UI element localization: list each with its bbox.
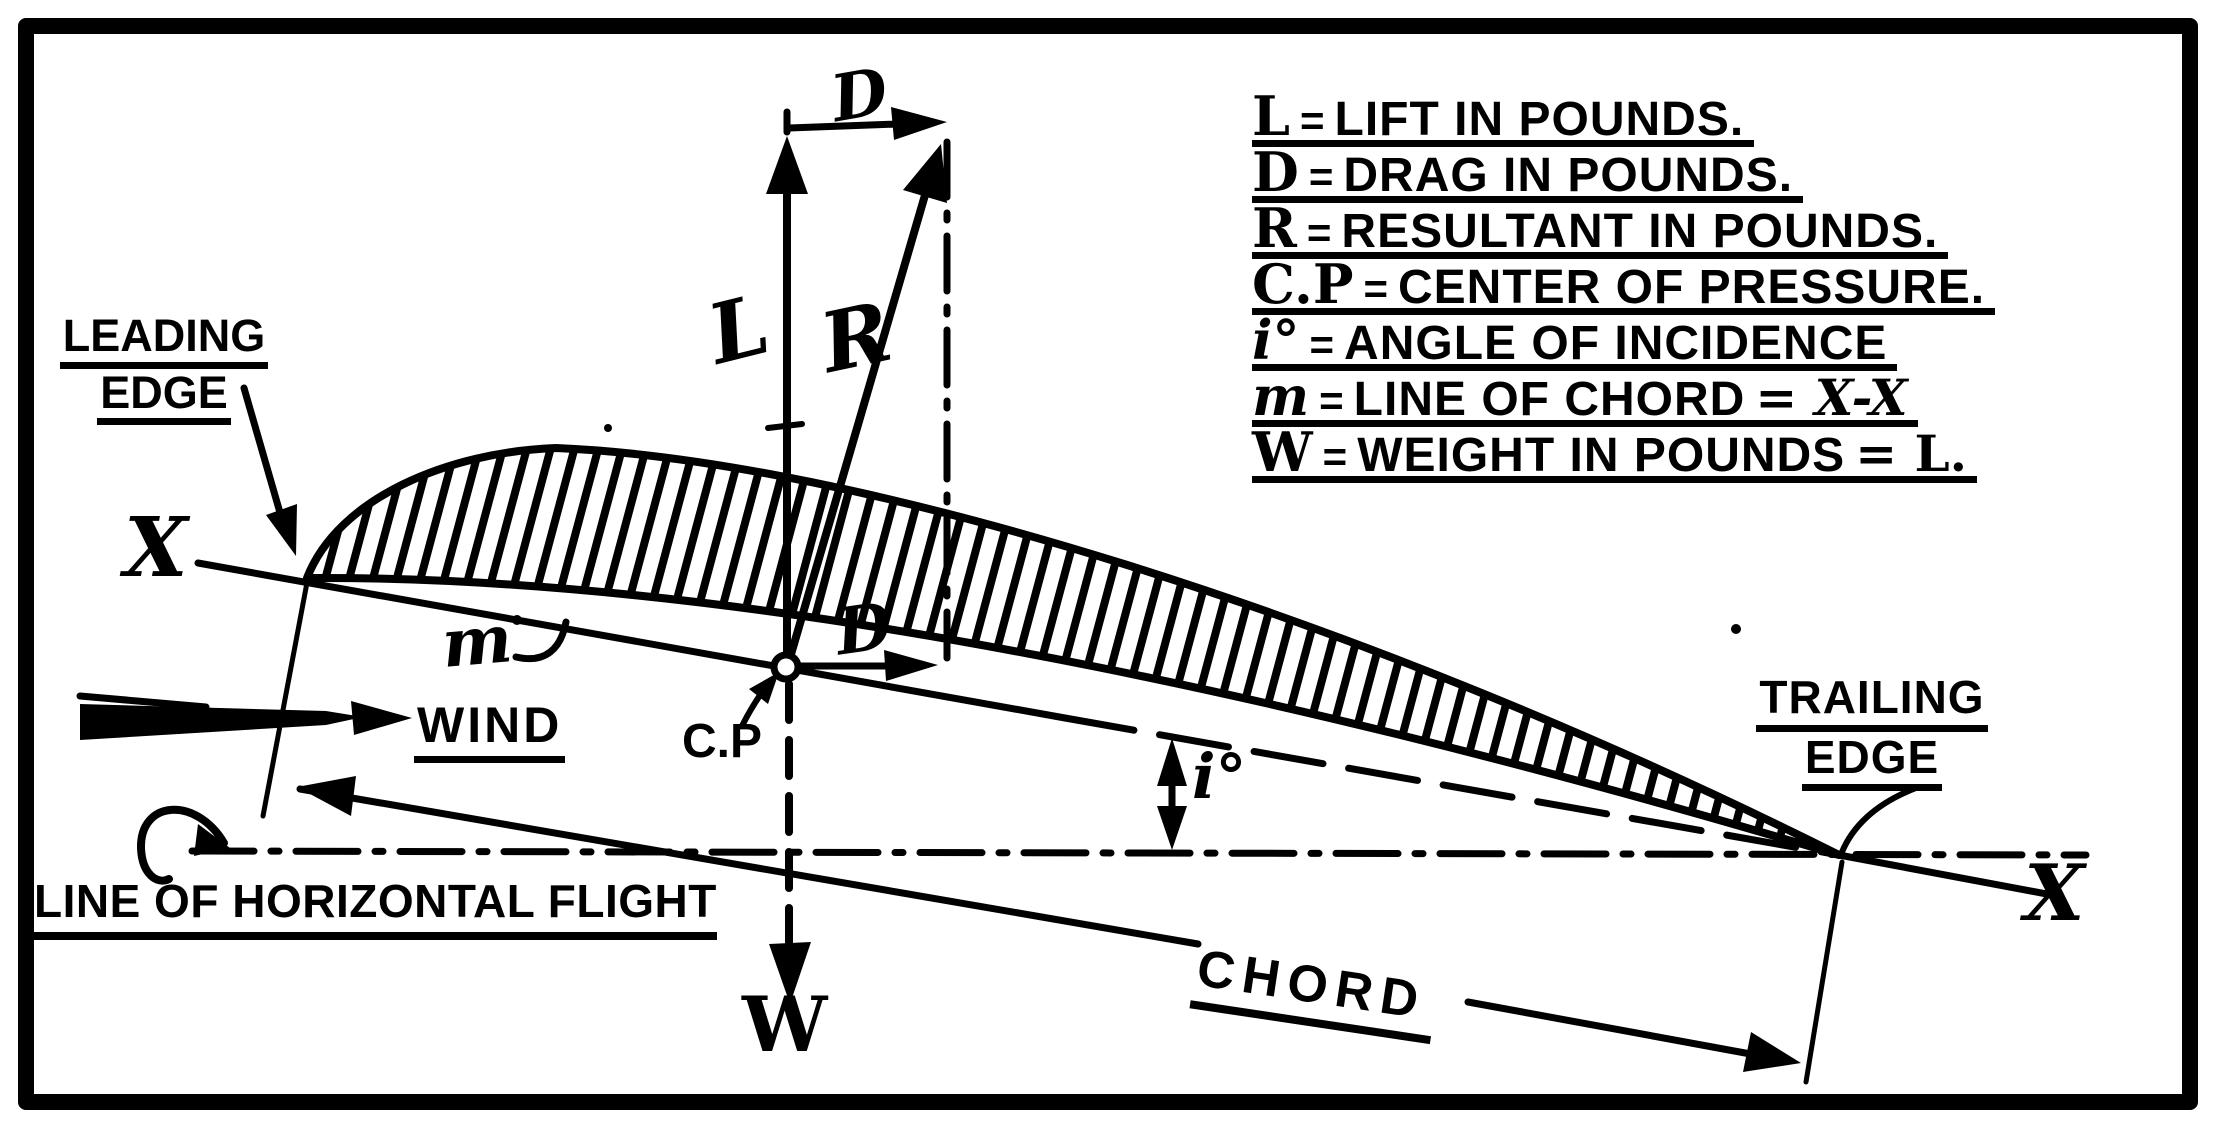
leading-edge-label-line2: EDGE [97,368,231,426]
trailing-edge-label-line1: TRAILING [1756,672,1988,732]
trailing-edge-label: TRAILING EDGE [1716,672,2028,792]
equals-sign: = [1363,265,1388,312]
equals-sign: = [1299,97,1325,144]
trailing-edge-label-line2: EDGE [1801,731,1943,792]
legend-symbol: D [1252,140,1299,204]
legend-definition: LINE OF CHORD [1353,373,1746,426]
legend-symbol: C.P [1252,252,1354,316]
drag-vector-cp-label: D [831,588,897,671]
horizontal-flight-hook [136,805,228,885]
legend-row-drag: D=DRAG IN POUNDS. [1252,140,1804,204]
drag-vector-top-label: D [825,53,894,138]
leading-extension-line [260,569,312,819]
horizontal-flight-label: LINE OF HORIZONTAL FLIGHT [34,874,717,940]
legend-row-line-of-chord: m=LINE OF CHORD= X-X [1252,364,1918,428]
trailing-extension-line [1803,859,1845,1085]
legend-definition: WEIGHT IN POUNDS [1357,429,1846,482]
leading-edge-arrowhead [266,504,297,556]
m-squiggle [512,618,570,662]
legend-row-center-of-pressure: C.P=CENTER OF PRESSURE. [1252,252,1996,316]
legend-row-resultant: R=RESULTANT IN POUNDS. [1252,196,1949,260]
legend-row-lift: L=LIFT IN POUNDS. [1252,84,1755,148]
drag-top-line [785,120,902,132]
ink-speck [604,424,612,432]
chord-dimension-line-right [1464,998,1760,1059]
legend-suffix: = X-X [1755,368,1908,427]
wind-arrow-shaft [80,704,363,740]
drag-cp-arrowhead [884,650,938,681]
chord-x-label-right: X [2024,848,2085,939]
legend-definition: RESULTANT IN POUNDS. [1341,205,1939,258]
resultant-vector-line [783,174,934,672]
cp-leader-arrowhead [749,672,779,704]
chord-dimension-arrowhead-right [1743,1032,1801,1072]
legend: L=LIFT IN POUNDS. D=DRAG IN POUNDS. R=RE… [1252,84,1996,484]
airfoil-shape [303,444,1843,859]
leading-edge-arrow [240,384,287,527]
equals-sign: = [1308,153,1334,200]
legend-symbol: L [1252,84,1290,148]
center-of-pressure-label: C.P [682,715,763,768]
chord-x-label-left: X [124,500,188,596]
chord-dimension-arrowhead-left [297,776,356,816]
lift-vector-tick [765,421,805,431]
wind-label: WIND [414,696,566,763]
weight-vector-label: W [742,980,828,1069]
trailing-edge-leader [1839,785,1919,855]
equals-sign: = [1306,209,1332,256]
leading-edge-label: LEADING EDGE [44,312,284,426]
leading-edge-label-line1: LEADING [59,312,269,369]
chord-dimension-line-left [296,785,1202,948]
chord-line-solid-right [1835,851,2056,899]
legend-definition: CENTER OF PRESSURE. [1397,261,1986,314]
wind-label-text: WIND [414,696,566,763]
wind-arrowhead [351,701,412,735]
m-squiggle-dot [512,615,522,625]
resultant-vector-arrowhead [903,144,947,203]
ink-speck [1731,624,1741,634]
chord-line-dashed [1061,714,1843,859]
legend-symbol: m [1252,364,1310,428]
legend-definition: ANGLE OF INCIDENCE [1344,317,1888,370]
lift-vector-arrowhead [766,136,808,194]
weight-vector-arrowhead [769,942,811,1004]
chord-line-solid-left [194,559,1069,722]
legend-symbol: W [1252,420,1313,484]
legend-symbol: i° [1252,308,1300,372]
incidence-arrowhead-top [1157,738,1187,786]
cp-circle [770,651,802,683]
equals-sign: = [1309,321,1335,368]
border-frame [18,18,2198,1110]
horizontal-flight-hook-arrowhead [194,824,230,856]
equals-sign: = [1322,433,1348,480]
horizontal-flight-line [188,847,2090,859]
legend-symbol: R [1252,196,1297,260]
legend-row-weight: W=WEIGHT IN POUNDS= L. [1252,420,1978,484]
legend-definition: DRAG IN POUNDS. [1343,149,1794,202]
drag-top-arrowhead [891,107,947,140]
wind-arrow-feather [76,692,210,711]
legend-suffix: = L. [1855,424,1968,483]
equals-sign: = [1319,377,1344,424]
line-of-chord-symbol-label: m [438,599,516,683]
angle-of-incidence-label: i° [1192,740,1247,813]
legend-row-angle-of-incidence: i°=ANGLE OF INCIDENCE [1252,308,1898,372]
incidence-arrowhead-bottom [1157,806,1187,850]
legend-definition: LIFT IN POUNDS. [1334,93,1745,146]
